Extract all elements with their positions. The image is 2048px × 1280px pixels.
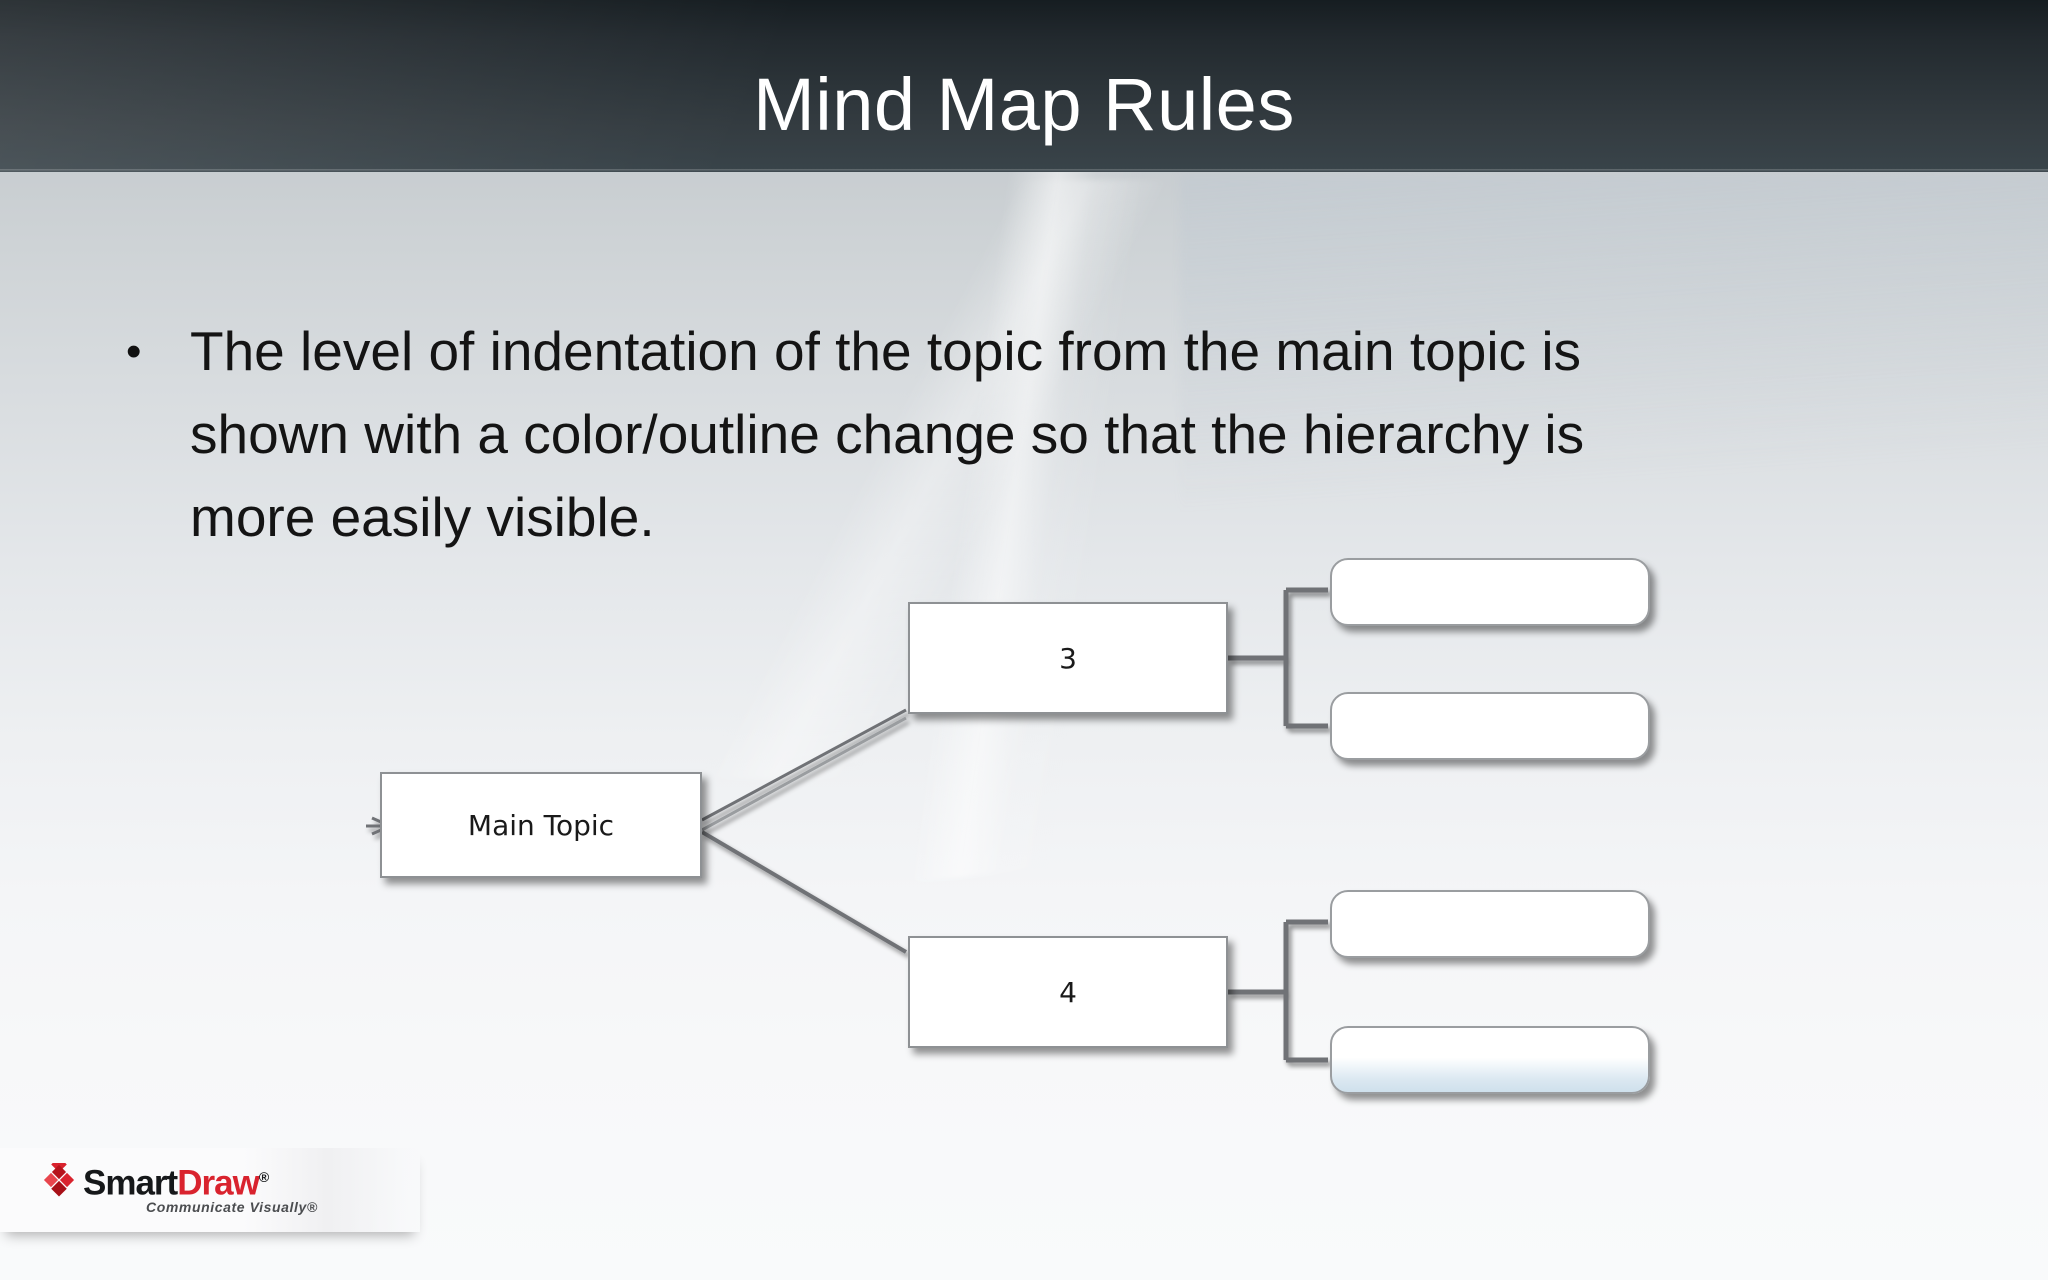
diagram-node-leaf-b1[interactable]: [1330, 890, 1650, 958]
diagram-node-main-topic-label: Main Topic: [467, 808, 615, 842]
logo-main-row: SmartDraw®: [42, 1156, 318, 1203]
red-diamond-icon: [42, 1156, 76, 1197]
smartdraw-logo: SmartDraw® Communicate Visually®: [42, 1156, 318, 1215]
diagram-node-branch-4[interactable]: 4: [908, 936, 1228, 1048]
logo-wordmark: SmartDraw®: [83, 1159, 269, 1203]
title-bar: Mind Map Rules: [0, 0, 2048, 172]
page-title: Mind Map Rules: [753, 63, 1295, 146]
body-content: • The level of indentation of the topic …: [120, 310, 1910, 559]
connector-main-to-3-lower: [701, 716, 907, 832]
smartdraw-logo-bar: SmartDraw® Communicate Visually®: [0, 1148, 420, 1232]
bullet-line-2: shown with a color/outline change so tha…: [190, 403, 1585, 465]
diagram-node-leaf-a2[interactable]: [1330, 692, 1650, 760]
bullet-item: • The level of indentation of the topic …: [120, 310, 1910, 559]
bullet-marker: •: [126, 327, 142, 376]
bullet-text: The level of indentation of the topic fr…: [190, 310, 1910, 559]
logo-tagline: Communicate Visually®: [146, 1199, 318, 1215]
bullet-line-1: The level of indentation of the topic fr…: [190, 320, 1582, 382]
logo-word-draw: Draw: [177, 1163, 260, 1203]
diagram-node-branch-3[interactable]: 3: [908, 602, 1228, 714]
bullet-line-3: more easily visible.: [190, 486, 655, 548]
logo-trademark: ®: [258, 1168, 269, 1185]
logo-word-smart: Smart: [83, 1163, 178, 1203]
connector-main-to-4: [700, 830, 908, 954]
diagram-node-branch-3-label: 3: [1059, 641, 1077, 675]
diagram-node-leaf-b2[interactable]: [1330, 1026, 1650, 1094]
connector-main-to-3-upper: [701, 708, 907, 822]
diagram-node-main-topic[interactable]: Main Topic: [380, 772, 702, 878]
diagram-node-leaf-a1[interactable]: [1330, 558, 1650, 626]
diagram-node-branch-4-label: 4: [1059, 975, 1077, 1009]
